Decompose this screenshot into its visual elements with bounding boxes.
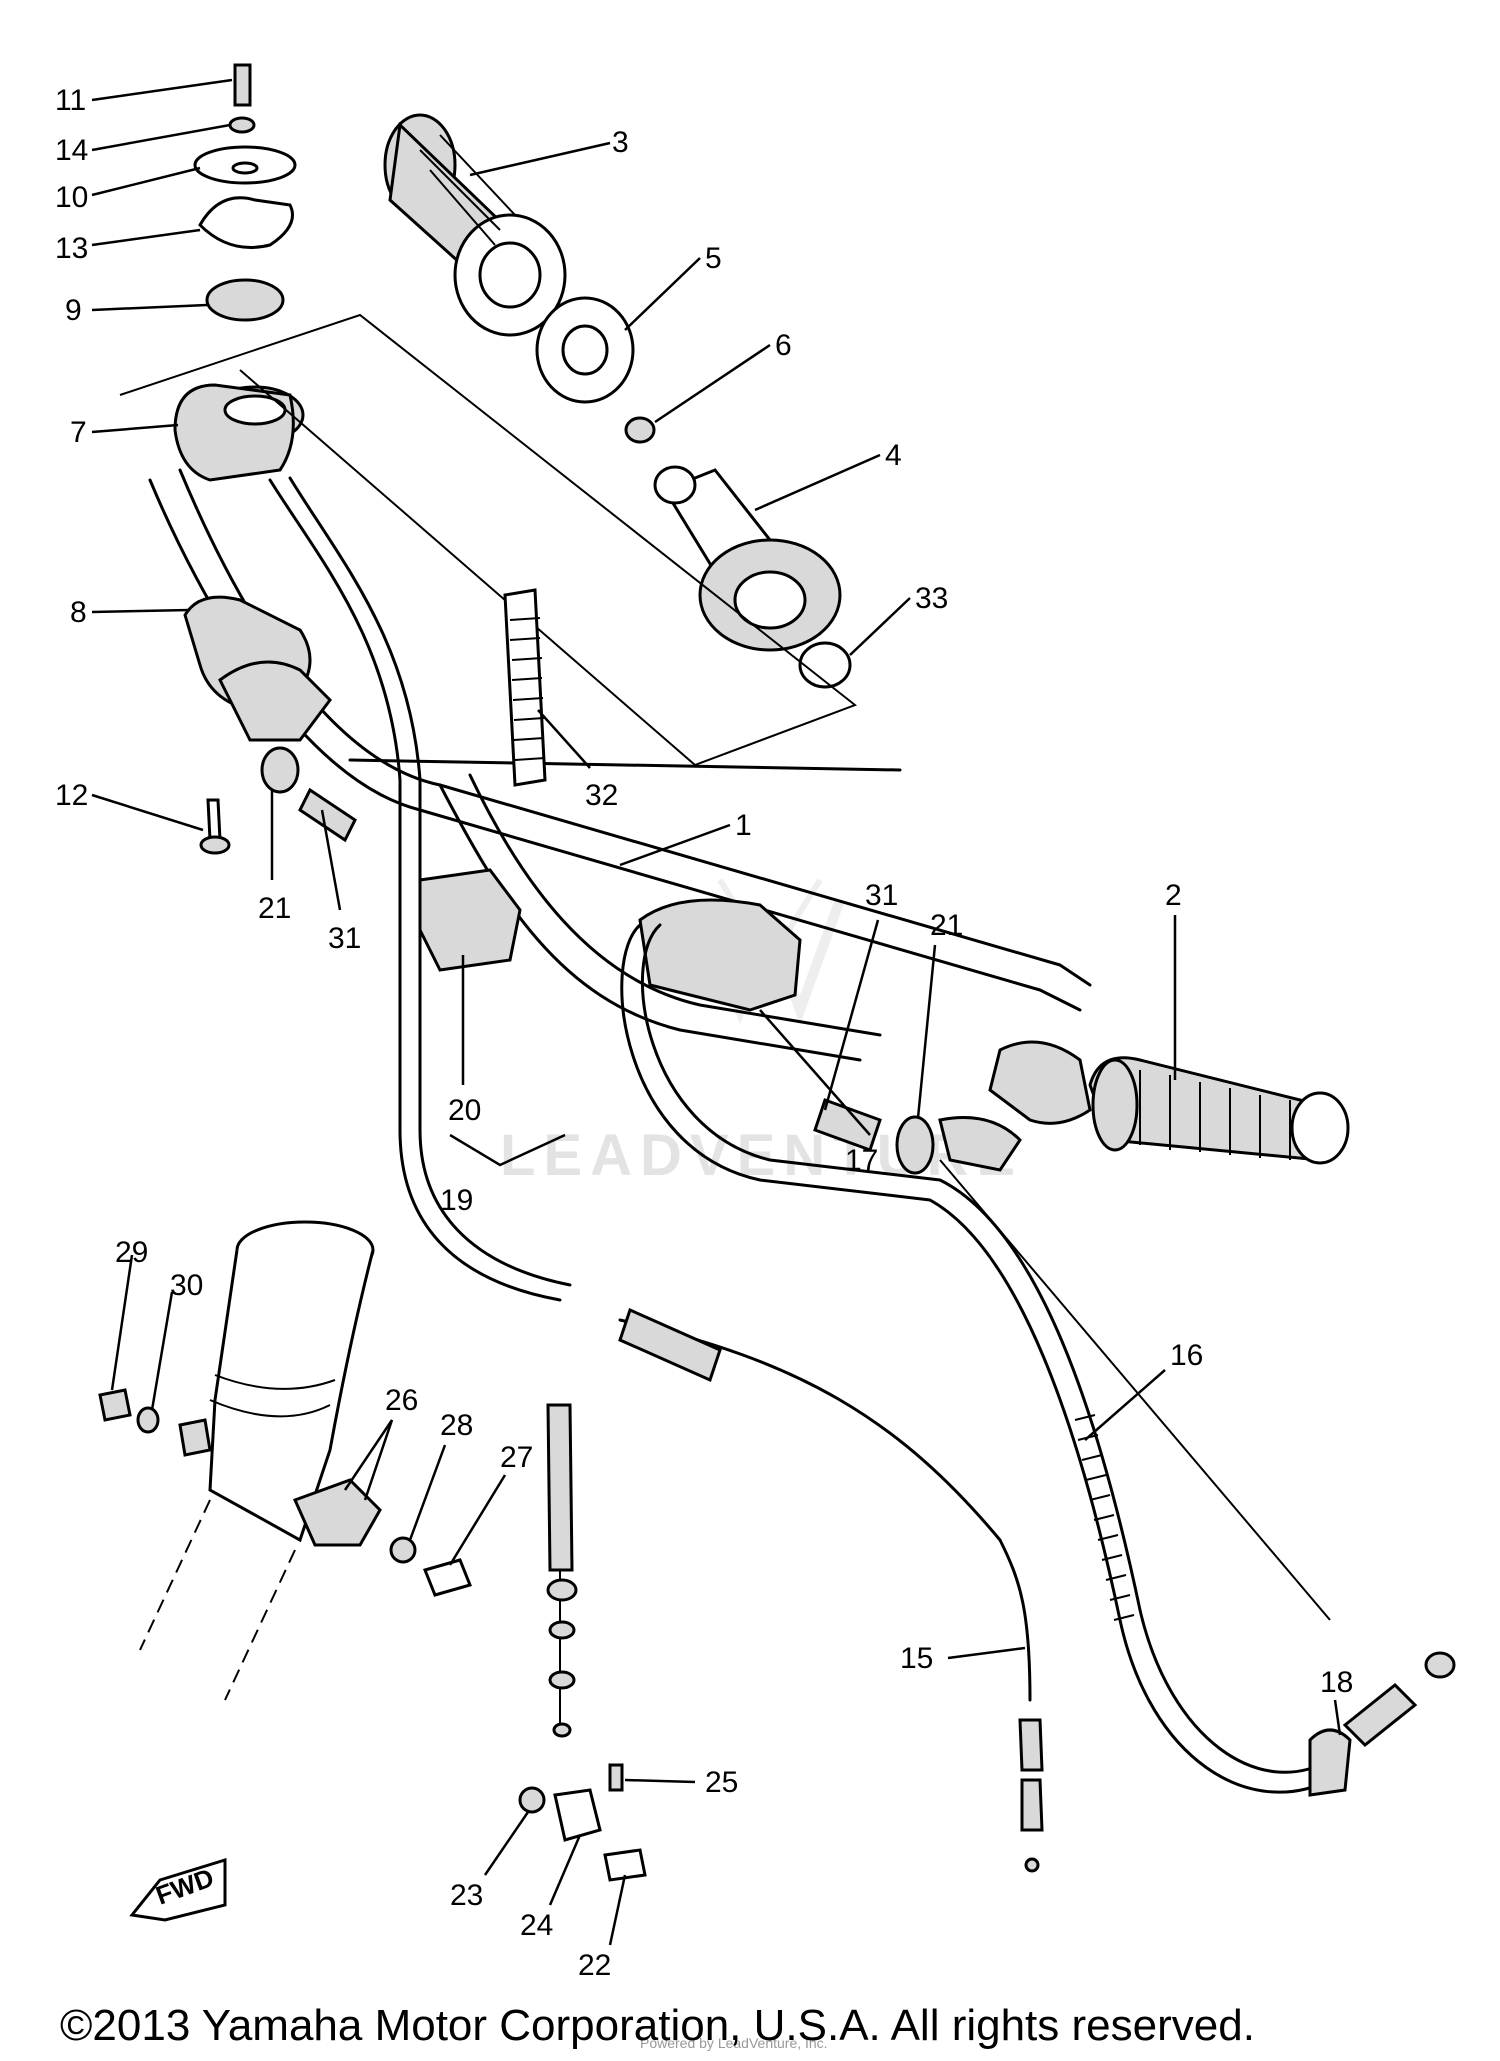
copyright-notice: ©2013 Yamaha Motor Corporation, U.S.A. A… bbox=[60, 2001, 1255, 2050]
leader-lines bbox=[91, 78, 1342, 1946]
callout-26: 26 bbox=[385, 1384, 418, 1417]
throttle-cable bbox=[268, 476, 572, 1302]
throttle-cable-lower bbox=[618, 1307, 1044, 1873]
callout-32: 32 bbox=[585, 779, 618, 812]
callout-19: 19 bbox=[440, 1184, 473, 1217]
callout-20: 20 bbox=[448, 1094, 481, 1127]
callout-18: 18 bbox=[1320, 1666, 1353, 1699]
callout-14: 14 bbox=[55, 134, 88, 167]
callout-21-right: 21 bbox=[930, 909, 963, 942]
watermark-subtext: Powered by LeadVenture, Inc. bbox=[640, 2035, 828, 2051]
carb-fittings bbox=[518, 1763, 647, 1882]
callout-10: 10 bbox=[55, 181, 88, 214]
callout-22: 22 bbox=[578, 1949, 611, 1982]
mount-screw bbox=[199, 798, 231, 855]
callout-labels: 11 14 10 13 9 7 8 12 21 31 3 5 6 4 33 32… bbox=[55, 84, 1353, 1982]
callout-30: 30 bbox=[170, 1269, 203, 1302]
callout-17: 17 bbox=[845, 1144, 878, 1177]
boot-clamp-parts bbox=[98, 1388, 473, 1597]
callout-28: 28 bbox=[440, 1409, 473, 1442]
callout-33: 33 bbox=[915, 582, 948, 615]
callout-23: 23 bbox=[450, 1879, 483, 1912]
carb-cable bbox=[546, 1403, 578, 1738]
callout-3: 3 bbox=[612, 126, 629, 159]
top-cap-stack bbox=[193, 63, 297, 322]
collar bbox=[624, 416, 656, 444]
callout-9: 9 bbox=[65, 294, 82, 327]
switch-housing bbox=[418, 868, 802, 1012]
throttle-housing bbox=[173, 383, 332, 742]
throttle-assembly-outline bbox=[119, 313, 858, 767]
grip-right bbox=[1088, 1056, 1350, 1165]
callout-31-left: 31 bbox=[328, 922, 361, 955]
callout-25: 25 bbox=[705, 1766, 738, 1799]
clutch-cable bbox=[620, 923, 1456, 1797]
callout-11: 11 bbox=[55, 84, 86, 117]
callout-13: 13 bbox=[55, 232, 88, 265]
fwd-arrow-icon: FWD bbox=[129, 1857, 227, 1922]
callout-15: 15 bbox=[900, 1642, 933, 1675]
callout-6: 6 bbox=[775, 329, 792, 362]
clutch-lever-holder bbox=[813, 1040, 1092, 1175]
washer bbox=[535, 296, 635, 404]
callout-16: 16 bbox=[1170, 1339, 1203, 1372]
callout-2: 2 bbox=[1165, 879, 1182, 912]
callout-7: 7 bbox=[70, 416, 87, 449]
callout-5: 5 bbox=[705, 242, 722, 275]
callout-31-right: 31 bbox=[865, 879, 898, 912]
clutch-adjuster-left bbox=[260, 746, 357, 843]
adjuster-screw bbox=[503, 588, 547, 787]
callout-8: 8 bbox=[70, 596, 87, 629]
callout-27: 27 bbox=[500, 1441, 533, 1474]
intake-boot bbox=[139, 1220, 375, 1701]
callout-4: 4 bbox=[885, 439, 902, 472]
callout-21-left: 21 bbox=[258, 892, 291, 925]
callout-1: 1 bbox=[735, 809, 752, 842]
spacer bbox=[798, 641, 852, 689]
grip-left bbox=[383, 113, 567, 337]
harness-wire bbox=[939, 1159, 1331, 1621]
callout-12: 12 bbox=[55, 779, 88, 812]
callout-29: 29 bbox=[115, 1236, 148, 1269]
throttle-tube bbox=[653, 465, 842, 652]
callout-24: 24 bbox=[520, 1909, 553, 1942]
